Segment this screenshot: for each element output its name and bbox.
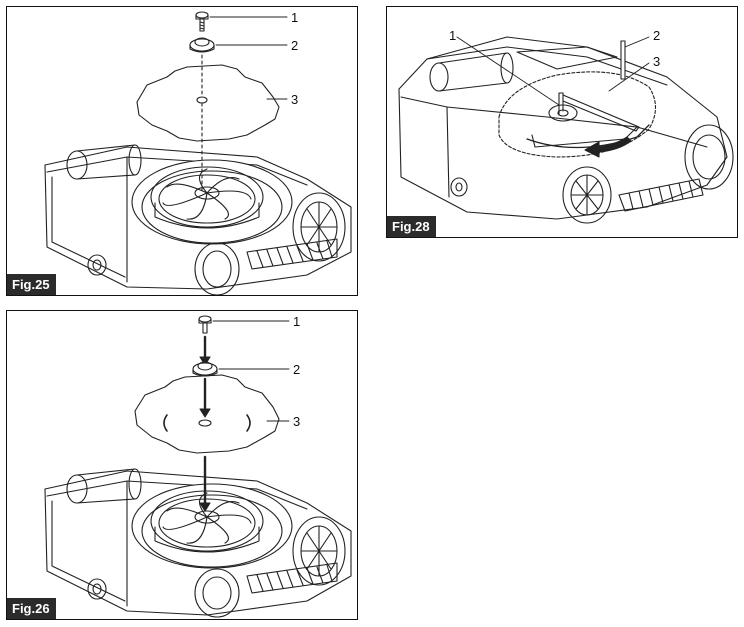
front-wheel-icon: [194, 568, 240, 618]
callout-1: 1: [291, 10, 299, 25]
rotation-arrow-icon: [584, 136, 632, 158]
callout-3: 3: [653, 54, 661, 69]
callout-1: 1: [449, 28, 457, 43]
callout-3: 3: [291, 92, 299, 107]
figure-25-panel: 1 2 3 Fig.25: [6, 6, 358, 296]
mower-chassis: [398, 36, 728, 220]
callout-3: 3: [293, 414, 301, 429]
front-wheel-icon: [194, 242, 240, 295]
allen-key-icon: [558, 92, 640, 132]
bolt-icon: [195, 11, 209, 32]
rear-wheel-icon: [292, 516, 346, 586]
callout-2: 2: [653, 28, 661, 43]
figure-label: Fig.26: [7, 598, 56, 619]
rod-icon: [620, 40, 626, 80]
fan-icon: [150, 166, 264, 229]
bolt-icon: [198, 315, 212, 334]
blade-icon: [498, 71, 657, 158]
washer-icon: [189, 37, 215, 53]
blade-icon: [136, 64, 280, 142]
callout-2: 2: [291, 38, 299, 53]
figure-26-panel: 1 2 3 Fig.26: [6, 310, 358, 620]
rear-wheel-icon: [292, 192, 346, 262]
figure-label: Fig.28: [387, 216, 436, 237]
figure-28-illustration: [398, 36, 734, 224]
rear-wheel-icon: [684, 124, 734, 190]
figure-26-illustration: [44, 315, 352, 618]
figure-25-illustration: [44, 11, 352, 295]
figure-28-panel: 1 2 3 Fig.28: [386, 6, 738, 238]
figure-label: Fig.25: [7, 274, 56, 295]
fan-icon: [150, 490, 264, 553]
callout-1: 1: [293, 314, 301, 329]
callout-2: 2: [293, 362, 301, 377]
front-wheel-icon: [562, 166, 612, 224]
washer-icon: [192, 361, 218, 377]
